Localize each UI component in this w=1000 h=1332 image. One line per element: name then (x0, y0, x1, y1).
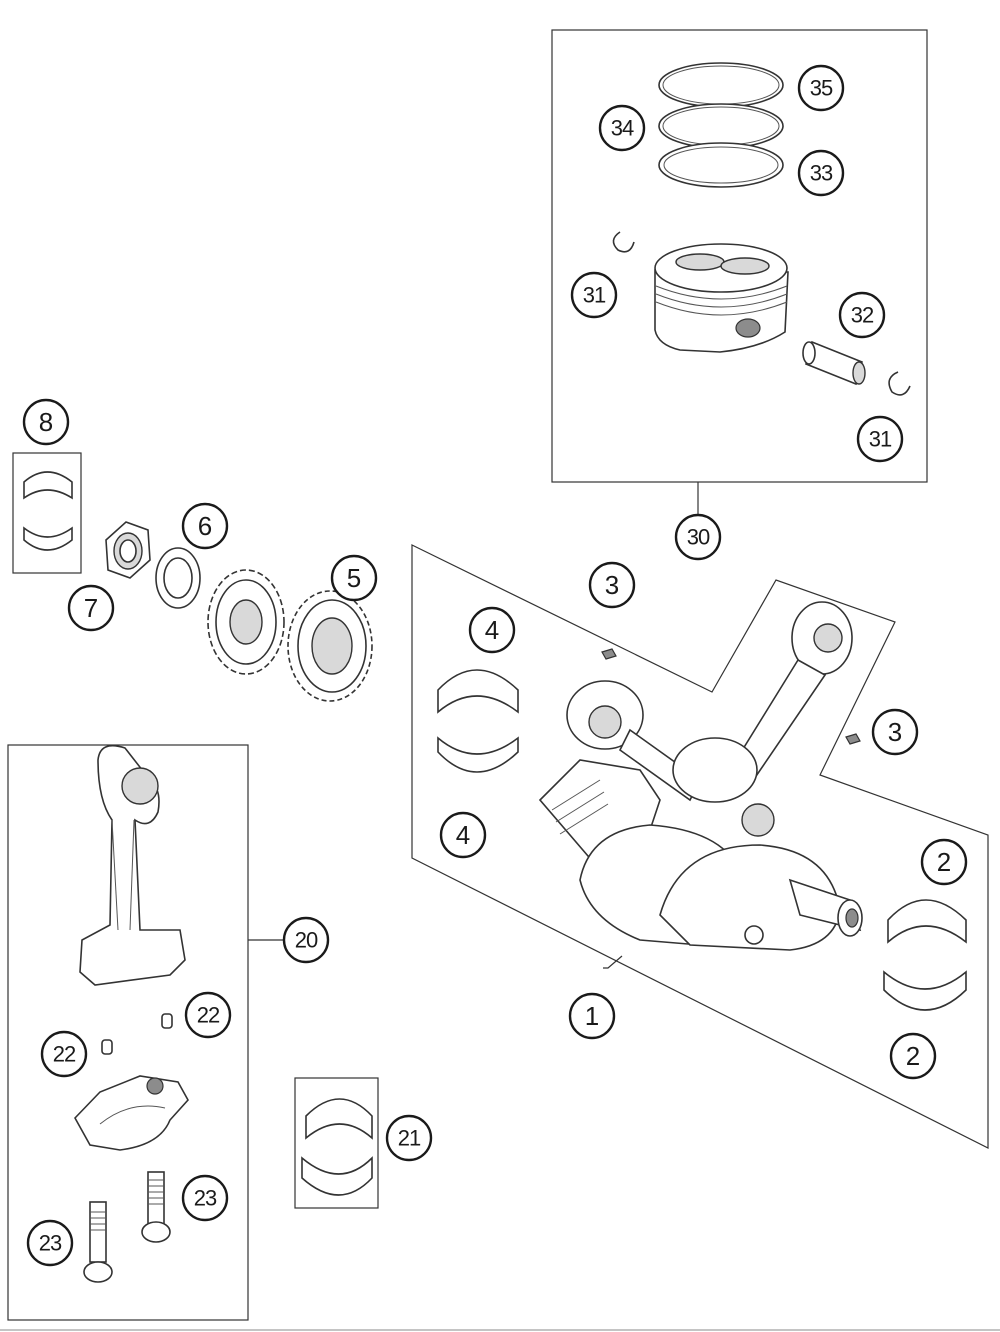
callout-23-right-label: 23 (194, 1186, 217, 1211)
callout-22-left[interactable]: 22 (40, 1030, 88, 1078)
callout-8-label: 8 (39, 407, 53, 437)
callout-2-top-label: 2 (937, 847, 951, 877)
callout-3-top[interactable]: 3 (588, 561, 636, 609)
callout-6-label: 6 (198, 511, 212, 541)
callout-20-label: 20 (295, 928, 318, 953)
crankshaft-group-leader (603, 955, 623, 969)
callout-22-left-label: 22 (53, 1042, 76, 1067)
callout-23-right[interactable]: 23 (181, 1174, 229, 1222)
piston-ring-oil (658, 142, 784, 188)
timing-sprocket (207, 569, 285, 675)
callout-1[interactable]: 1 (568, 992, 616, 1040)
dowel-sleeve (161, 1013, 173, 1029)
callout-4-bottom-label: 4 (456, 820, 470, 850)
callout-31-right[interactable]: 31 (856, 415, 904, 463)
primary-gear (287, 590, 373, 702)
callout-7-label: 7 (84, 593, 98, 623)
callout-1-label: 1 (585, 1001, 599, 1031)
piston-ring-middle (658, 103, 784, 149)
main-bearing-shells-right (883, 899, 967, 1011)
conrod-group-frame (7, 744, 249, 1321)
callout-5-label: 5 (347, 563, 361, 593)
conrod-bolt (83, 1201, 113, 1283)
conrod-bearing-frame (294, 1077, 379, 1209)
connecting-rod (79, 744, 186, 986)
callout-2-top[interactable]: 2 (920, 838, 968, 886)
callout-35[interactable]: 35 (797, 64, 845, 112)
conrod-bearing-shells (301, 1098, 373, 1196)
callout-35-label: 35 (810, 76, 833, 101)
piston-ring-top (658, 62, 784, 108)
dowel-pin (601, 648, 617, 660)
crankshaft-group-frame (411, 544, 989, 1149)
callout-5[interactable]: 5 (330, 554, 378, 602)
piston-pin-clip (612, 231, 635, 253)
piston-pin (802, 340, 866, 386)
callout-31-left[interactable]: 31 (570, 271, 618, 319)
callout-21-label: 21 (398, 1126, 421, 1151)
conrod-bolt (141, 1171, 171, 1243)
callout-2-bottom-label: 2 (906, 1041, 920, 1071)
callout-22-right[interactable]: 22 (184, 991, 232, 1039)
dowel-pin (845, 733, 861, 745)
callout-3-right[interactable]: 3 (871, 708, 919, 756)
callout-3-right-label: 3 (888, 717, 902, 747)
washer (155, 547, 201, 609)
callout-31-left-label: 31 (583, 283, 606, 308)
bearing-shell-upper (23, 471, 73, 500)
callout-32[interactable]: 32 (838, 291, 886, 339)
piston-pin-clip (888, 371, 911, 396)
callout-3-top-label: 3 (605, 570, 619, 600)
callout-33-label: 33 (810, 161, 833, 186)
main-bearing-shells-left (437, 669, 519, 773)
conrod-cap (74, 1075, 189, 1151)
bearing-shell-lower (23, 526, 73, 551)
bearing-shell-group-frame (12, 452, 82, 574)
crankshaft (538, 759, 863, 951)
callout-7[interactable]: 7 (67, 584, 115, 632)
callout-32-label: 32 (851, 303, 874, 328)
callout-34[interactable]: 34 (598, 104, 646, 152)
callout-23-left[interactable]: 23 (26, 1219, 74, 1267)
callout-33[interactable]: 33 (797, 149, 845, 197)
callout-4-bottom[interactable]: 4 (439, 811, 487, 859)
piston (654, 243, 789, 353)
callout-4-top-label: 4 (485, 615, 499, 645)
callout-8[interactable]: 8 (22, 398, 70, 446)
crankshaft-nut (105, 521, 151, 579)
callout-34-label: 34 (611, 116, 634, 141)
callout-22-right-label: 22 (197, 1003, 220, 1028)
callout-2-bottom[interactable]: 2 (889, 1032, 937, 1080)
crankshaft-conrod-2 (672, 601, 853, 803)
piston-group-frame (551, 29, 928, 483)
callout-4-top[interactable]: 4 (468, 606, 516, 654)
callout-20[interactable]: 20 (282, 916, 330, 964)
callout-6[interactable]: 6 (181, 502, 229, 550)
callout-30-label: 30 (687, 525, 710, 550)
callout-21[interactable]: 21 (385, 1114, 433, 1162)
callout-23-left-label: 23 (39, 1231, 62, 1256)
dowel-sleeve (101, 1039, 113, 1055)
callout-31-right-label: 31 (869, 427, 892, 452)
callout-30[interactable]: 30 (674, 513, 722, 561)
